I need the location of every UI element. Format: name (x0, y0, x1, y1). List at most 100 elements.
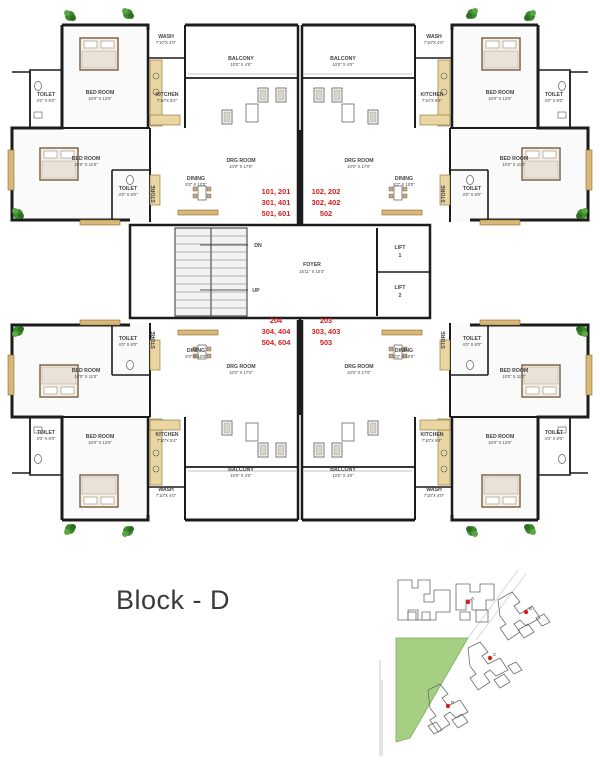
balcony-label: BALCONY (228, 56, 254, 62)
svg-text:WASH: WASH (426, 487, 442, 493)
svg-text:10'0" X 12'0": 10'0" X 12'0" (488, 96, 512, 101)
site-block-label: A (471, 596, 474, 601)
svg-text:7'10"X 4'0": 7'10"X 4'0" (156, 40, 177, 45)
svg-text:10'0" X 11'0": 10'0" X 11'0" (74, 162, 98, 167)
svg-text:8'2" X 10'0": 8'2" X 10'0" (393, 182, 415, 187)
svg-text:10'0" X 17'0": 10'0" X 17'0" (229, 370, 253, 375)
svg-text:4'0" X 8'0": 4'0" X 8'0" (36, 98, 56, 103)
unit-number: 304, 404 (262, 327, 292, 336)
site-key-plan: A B C D (368, 560, 590, 760)
store-label: STORE (151, 185, 157, 203)
lift-1-label: LIFT (395, 245, 407, 251)
unit-number: 102, 202 (312, 187, 341, 196)
svg-text:7'10"X 8'4": 7'10"X 8'4" (157, 98, 178, 103)
svg-text:10'0" X 17'0": 10'0" X 17'0" (347, 164, 371, 169)
unit-number: 501, 601 (262, 209, 291, 218)
svg-text:7'10"X 8'4": 7'10"X 8'4" (157, 438, 178, 443)
svg-text:7'10"X 8'4": 7'10"X 8'4" (422, 438, 443, 443)
stair-up-label: UP (252, 288, 260, 294)
svg-text:BED ROOM: BED ROOM (500, 368, 529, 374)
svg-text:TOILET: TOILET (37, 430, 56, 436)
svg-text:7'10"X 8'4": 7'10"X 8'4" (422, 98, 443, 103)
svg-text:STORE: STORE (441, 185, 447, 203)
svg-text:BED ROOM: BED ROOM (500, 156, 529, 162)
room-labels-bottom-right: WASH 7'10"X 4'0" BALCONY 10'0" X 4'0" KI… (330, 331, 564, 498)
svg-text:4'0" X 8'0": 4'0" X 8'0" (544, 98, 564, 103)
svg-text:10'0" X 4'0": 10'0" X 4'0" (332, 62, 354, 67)
apartment-bottom-left (8, 320, 298, 537)
site-block-label: C (493, 652, 497, 657)
unit-number: 502 (320, 209, 332, 218)
svg-text:4'0" X 8'0": 4'0" X 8'0" (462, 192, 482, 197)
toilet-label: TOILET (37, 92, 56, 98)
svg-text:BED ROOM: BED ROOM (72, 368, 101, 374)
svg-text:WASH: WASH (426, 34, 442, 40)
svg-text:BED ROOM: BED ROOM (486, 90, 515, 96)
site-block-label: D (451, 700, 455, 705)
svg-text:10'0" X 4'0": 10'0" X 4'0" (230, 473, 252, 478)
unit-numbers: 101, 201 301, 401 501, 601 102, 202 302,… (262, 187, 341, 347)
svg-text:KITCHEN: KITCHEN (155, 432, 178, 438)
drg-room-label: DRG ROOM (226, 158, 255, 164)
svg-text:4'0" X 8'0": 4'0" X 8'0" (118, 192, 138, 197)
svg-text:10'0" X 11'0": 10'0" X 11'0" (74, 374, 98, 379)
svg-text:BALCONY: BALCONY (228, 467, 254, 473)
floor-plan: WASH 7'10"X 4'0" BALCONY 10'0" X 4'0" KI… (0, 0, 600, 545)
site-block-label: B (529, 606, 532, 611)
svg-text:KITCHEN: KITCHEN (420, 92, 443, 98)
foyer-dimension: 15'11" X 10'4" (299, 269, 325, 274)
svg-text:10'0" X 4'0": 10'0" X 4'0" (332, 473, 354, 478)
bed-room-label: BED ROOM (72, 156, 101, 162)
dining-label: DINING (187, 176, 205, 182)
lift-2-label: LIFT (395, 285, 407, 291)
svg-text:KITCHEN: KITCHEN (420, 432, 443, 438)
unit-number: 301, 401 (262, 198, 291, 207)
bed-room-label: BED ROOM (86, 90, 115, 96)
apartment-top-right (302, 8, 592, 225)
room-labels-top-right: WASH 7'10"X 4'0" BALCONY 10'0" X 4'0" KI… (330, 34, 564, 203)
building-outlines (397, 579, 551, 735)
svg-text:BALCONY: BALCONY (330, 56, 356, 62)
svg-text:DINING: DINING (187, 348, 205, 354)
svg-text:7'10"X 4'0": 7'10"X 4'0" (424, 40, 445, 45)
svg-text:10'0" X 12'0": 10'0" X 12'0" (88, 440, 112, 445)
svg-text:2: 2 (399, 293, 402, 299)
stair-down-label: DN (254, 243, 262, 249)
svg-text:4'0" X 8'0": 4'0" X 8'0" (462, 342, 482, 347)
unit-number: 503 (320, 338, 332, 347)
svg-text:7'10"X 4'0": 7'10"X 4'0" (424, 493, 445, 498)
unit-number: 504, 604 (262, 338, 292, 347)
svg-text:STORE: STORE (441, 331, 447, 349)
room-labels-bottom-left: WASH 7'10"X 4'0" BALCONY 10'0" X 4'0" KI… (36, 331, 255, 498)
svg-text:1: 1 (399, 253, 402, 259)
svg-text:DRG ROOM: DRG ROOM (344, 158, 373, 164)
unit-number: 204 (270, 316, 283, 325)
wash-label: WASH (158, 34, 174, 40)
svg-text:4'0" X 8'0": 4'0" X 8'0" (36, 436, 56, 441)
toilet-label: TOILET (119, 186, 138, 192)
svg-text:BALCONY: BALCONY (330, 467, 356, 473)
core (128, 130, 432, 415)
svg-text:10'0" X 17'0": 10'0" X 17'0" (347, 370, 371, 375)
svg-text:10'0" X 11'0": 10'0" X 11'0" (502, 374, 526, 379)
core-labels: DN UP FOYER 15'11" X 10'4" LIFT 1 LIFT 2 (252, 243, 406, 299)
svg-text:WASH: WASH (158, 487, 174, 493)
unit-number: 203 (320, 316, 332, 325)
apartment-bottom-right (302, 320, 592, 537)
svg-text:DRG ROOM: DRG ROOM (226, 364, 255, 370)
svg-text:DINING: DINING (395, 176, 413, 182)
svg-text:4'0" X 8'0": 4'0" X 8'0" (118, 342, 138, 347)
svg-text:10'0" X 17'0": 10'0" X 17'0" (229, 164, 253, 169)
svg-text:7'10"X 4'0": 7'10"X 4'0" (156, 493, 177, 498)
foyer-label: FOYER (303, 262, 321, 268)
svg-text:DINING: DINING (395, 348, 413, 354)
kitchen-label: KITCHEN (155, 92, 178, 98)
unit-number: 101, 201 (262, 187, 291, 196)
svg-text:TOILET: TOILET (545, 430, 564, 436)
svg-text:10'0" X 12'0": 10'0" X 12'0" (88, 96, 112, 101)
svg-text:8'2" X 10'0": 8'2" X 10'0" (185, 354, 207, 359)
svg-text:10'0" X 11'0": 10'0" X 11'0" (502, 162, 526, 167)
unit-number: 302, 402 (312, 198, 341, 207)
svg-text:4'0" X 8'0": 4'0" X 8'0" (544, 436, 564, 441)
svg-text:8'2" X 10'0": 8'2" X 10'0" (393, 354, 415, 359)
